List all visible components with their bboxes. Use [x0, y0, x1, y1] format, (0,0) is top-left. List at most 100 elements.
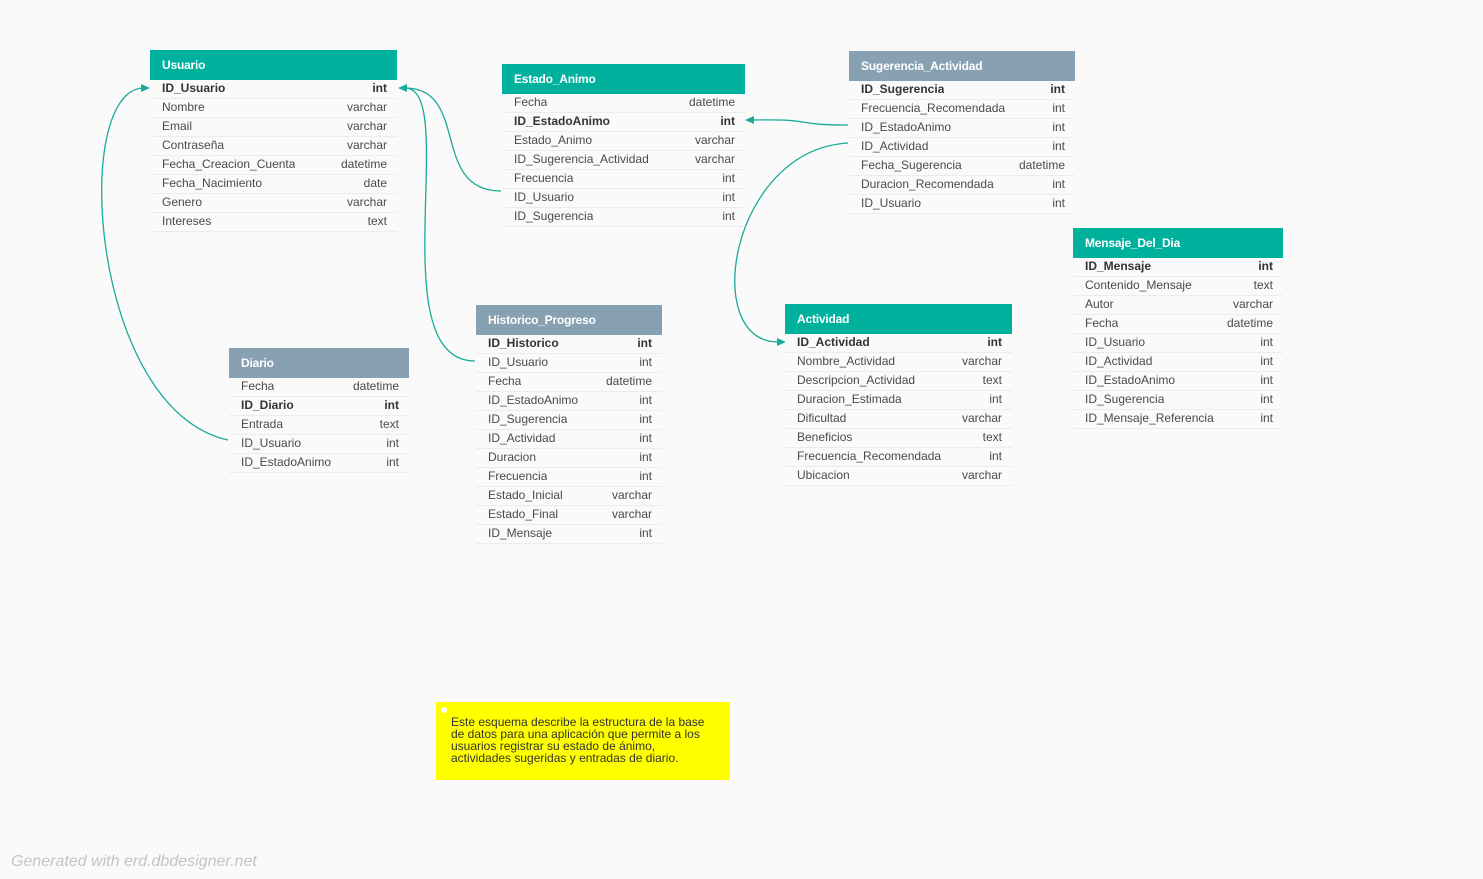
relation-historico-usuario[interactable]: [404, 87, 476, 362]
column-type: date: [363, 176, 387, 190]
note-sticky[interactable]: Este esquema describe la estructura de l…: [436, 702, 730, 780]
column-type: int: [639, 469, 652, 483]
column-name: ID_EstadoAnimo: [514, 114, 611, 128]
note-handle-icon[interactable]: [441, 707, 447, 713]
column-type: int: [1260, 411, 1273, 425]
column-type: datetime: [1226, 316, 1273, 330]
column-type: varchar: [961, 468, 1002, 482]
column-type: datetime: [352, 379, 399, 393]
column-name: Email: [162, 119, 193, 133]
column-name: Frecuencia: [514, 171, 574, 185]
column-type: int: [1052, 120, 1065, 134]
column-name: Descripcion_Actividad: [797, 373, 916, 387]
column-type: int: [372, 81, 387, 95]
column-type: text: [1253, 278, 1273, 292]
column-type: int: [1260, 373, 1273, 387]
table-header[interactable]: Diario: [229, 348, 409, 378]
table-header[interactable]: Estado_Animo: [502, 64, 745, 94]
relation-estadoanimo-usuario[interactable]: [404, 87, 502, 192]
column-name: ID_Usuario: [861, 196, 922, 210]
column-name: Fecha: [488, 374, 522, 388]
column-type: datetime: [1018, 158, 1065, 172]
table-header[interactable]: Usuario: [150, 50, 397, 80]
column-name: ID_EstadoAnimo: [241, 455, 332, 469]
relation-sugerencia-estadoanimo[interactable]: [752, 119, 849, 126]
column-type: varchar: [346, 138, 387, 152]
table-header[interactable]: Actividad: [785, 304, 1012, 334]
table-header[interactable]: Mensaje_Del_Dia: [1073, 228, 1283, 258]
column-type: varchar: [1232, 297, 1273, 311]
column-type: int: [639, 355, 652, 369]
table-header[interactable]: Sugerencia_Actividad: [849, 51, 1075, 81]
column-type: varchar: [611, 507, 652, 521]
table-header[interactable]: Historico_Progreso: [476, 305, 662, 335]
note-text: Este esquema describe la estructura de l…: [451, 715, 705, 765]
column-name: ID_EstadoAnimo: [488, 393, 579, 407]
column-name: Genero: [162, 195, 203, 209]
